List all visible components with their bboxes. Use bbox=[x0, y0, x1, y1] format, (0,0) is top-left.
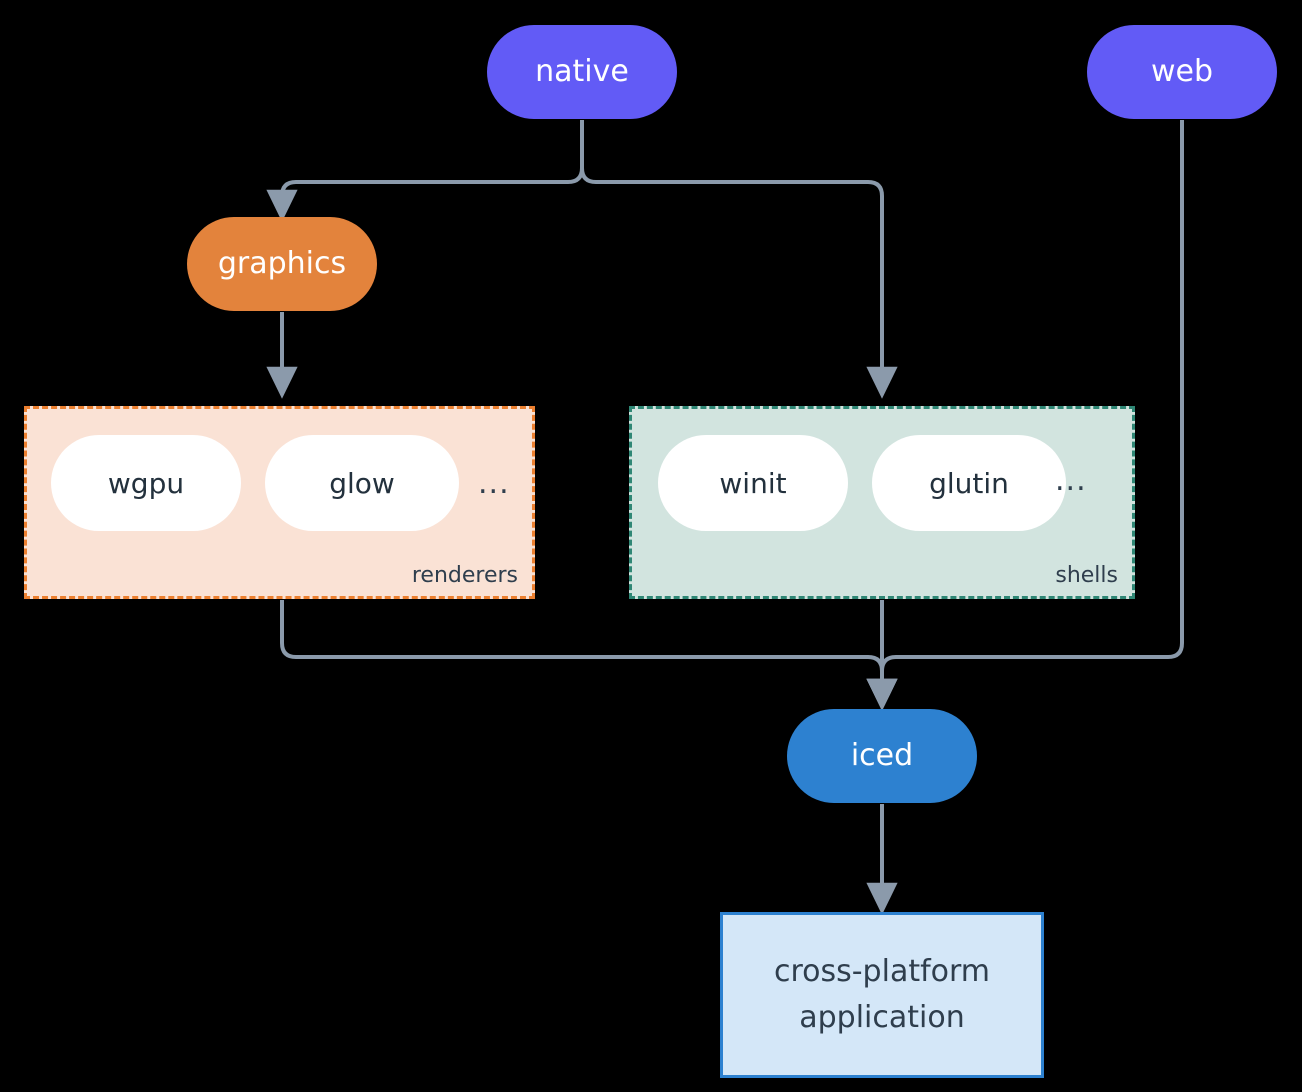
node-application-label: cross-platform application bbox=[774, 949, 990, 1042]
node-glutin-label: glutin bbox=[929, 466, 1009, 500]
node-wgpu-label: wgpu bbox=[107, 466, 185, 500]
node-application-label-line1: cross-platform bbox=[773, 953, 991, 989]
node-application-label-line2: application bbox=[799, 1000, 965, 1035]
node-winit[interactable]: winit bbox=[658, 435, 848, 531]
node-web[interactable]: web bbox=[1087, 25, 1277, 119]
node-graphics-label: graphics bbox=[217, 246, 347, 282]
node-glutin[interactable]: glutin bbox=[872, 435, 1066, 531]
renderers-ellipsis: ... bbox=[478, 466, 510, 501]
node-native[interactable]: native bbox=[487, 25, 677, 119]
node-graphics[interactable]: graphics bbox=[187, 217, 377, 311]
shells-ellipsis: ... bbox=[1055, 463, 1087, 498]
node-glow-label: glow bbox=[329, 466, 395, 500]
node-winit-label: winit bbox=[719, 466, 787, 500]
node-wgpu[interactable]: wgpu bbox=[51, 435, 241, 531]
node-iced[interactable]: iced bbox=[787, 709, 977, 803]
node-iced-label: iced bbox=[850, 738, 914, 774]
group-renderers-label: renderers bbox=[411, 563, 518, 588]
edge-web-to-iced bbox=[866, 120, 1184, 711]
node-glow[interactable]: glow bbox=[265, 435, 459, 531]
node-native-label: native bbox=[535, 54, 629, 90]
group-shells-label: shells bbox=[1055, 563, 1118, 588]
edge-renderers-to-iced bbox=[280, 600, 898, 711]
node-web-label: web bbox=[1150, 54, 1214, 90]
group-renderers: wgpu glow ... renderers bbox=[24, 406, 535, 599]
group-shells: winit glutin shells bbox=[629, 406, 1135, 599]
edge-native-to-graphics bbox=[266, 120, 584, 222]
edge-native-to-shells bbox=[580, 120, 898, 399]
node-cross-platform-application[interactable]: cross-platform application bbox=[720, 912, 1044, 1078]
